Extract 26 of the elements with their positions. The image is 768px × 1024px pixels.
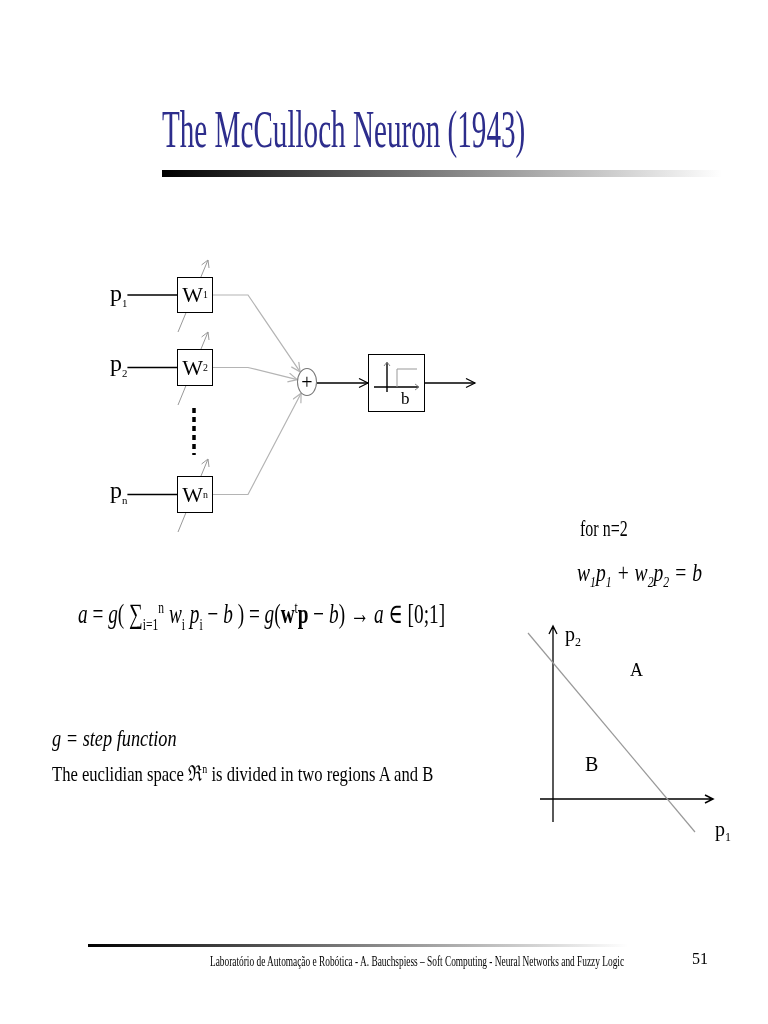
math-formula: a = g( ∑$_{i=1}$$^{n}$ w$_{i}$ p$_{i}$ − b ) = g(w$^{t}$p − b) → a ∈ [0;1] [78, 598, 446, 631]
arrow [316, 377, 369, 389]
equation-text: w$_{1}$p$_{1}$ + w$_{2}$p$_{2}$ = b [577, 558, 702, 588]
connector-line [126, 366, 178, 369]
connector-line [126, 294, 178, 296]
region-label: B [585, 753, 599, 776]
arrow [212, 294, 301, 373]
arrow [424, 377, 476, 389]
input-label: p$_{1}$ [110, 280, 128, 308]
arrow [212, 366, 298, 383]
page-number: 51 [692, 950, 708, 969]
description-text: The euclidian space ℜ$^{n}$ is divided in two regions A and B [52, 761, 434, 787]
definition-text: g = step function [52, 725, 177, 753]
connector-line [126, 493, 178, 496]
region-label: A [630, 660, 643, 681]
input-label: p$_{n}$ [110, 477, 128, 505]
axis-label: p$_{1}$ [715, 818, 731, 841]
activation-box [368, 354, 425, 412]
threshold-label: b [401, 390, 410, 407]
footer-text: Laboratório de Automação e Robótica - A. Bauchspiess – Soft Computing - Neural Networks and Fuzzy Logic [210, 954, 625, 971]
summing-junction: + [297, 368, 317, 396]
condition-text: for n=2 [580, 516, 628, 543]
slide-title: The McCulloch Neuron (1943) [162, 100, 526, 160]
input-label: p$_{2}$ [110, 350, 128, 378]
axis-label: p$_{2}$ [565, 623, 581, 646]
arrow [212, 392, 302, 496]
